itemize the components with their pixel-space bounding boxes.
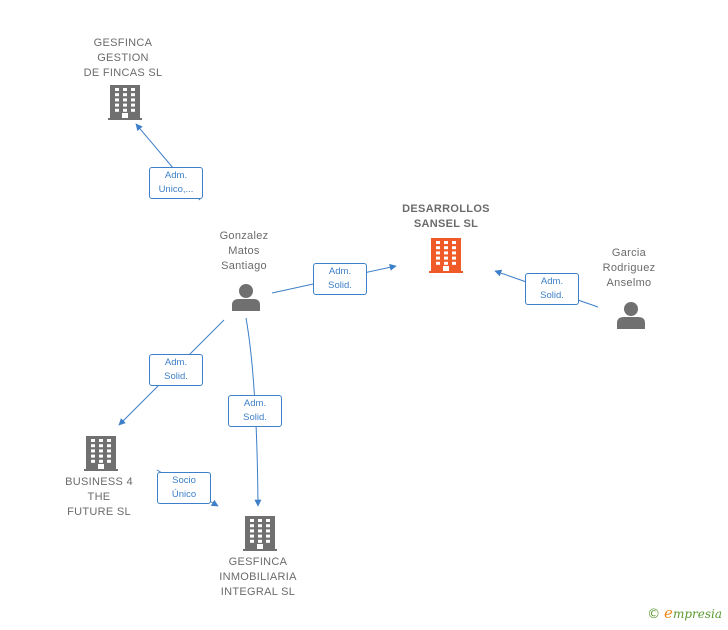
node-label-business4[interactable]: BUSINESS 4 THE FUTURE SL bbox=[65, 476, 133, 518]
edge-label-garcia-to-desarrollos-sansel[interactable]: Adm. Solid. bbox=[525, 273, 579, 305]
edge-label-business4-to-gesfinca-inmo[interactable]: Socio Único bbox=[157, 472, 211, 504]
node-label-garcia[interactable]: Garcia Rodriguez Anselmo bbox=[602, 247, 656, 289]
node-label-gesfinca-gestion[interactable]: GESFINCA GESTION DE FINCAS SL bbox=[83, 37, 163, 79]
edge-label-gonzalez-to-desarrollos-sansel[interactable]: Adm. Solid. bbox=[313, 263, 367, 295]
brand-initial: e bbox=[664, 604, 673, 622]
footer-brand[interactable]: © empresia bbox=[647, 604, 722, 622]
node-label-desarrollos-sansel[interactable]: DESARROLLOS SANSEL SL bbox=[402, 203, 490, 230]
copyright-symbol: © bbox=[647, 607, 661, 622]
building-icon-gesfinca-gestion[interactable] bbox=[108, 85, 142, 120]
person-icon-garcia[interactable] bbox=[617, 302, 645, 329]
edge-label-gonzalez-to-gesfinca-inmo[interactable]: Adm. Solid. bbox=[228, 395, 282, 427]
building-icon-gesfinca-inmo[interactable] bbox=[243, 516, 277, 551]
node-label-gesfinca-inmo[interactable]: GESFINCA INMOBILIARIA INTEGRAL SL bbox=[219, 556, 297, 598]
edge-label-gonzalez-to-gesfinca-gestion[interactable]: Adm. Unico,... bbox=[149, 167, 203, 199]
building-icon-business4[interactable] bbox=[84, 436, 118, 471]
nodes-layer bbox=[84, 85, 645, 551]
person-icon-gonzalez[interactable] bbox=[232, 284, 260, 311]
node-label-gonzalez[interactable]: Gonzalez Matos Santiago bbox=[219, 230, 269, 272]
edge-label-gonzalez-to-business4[interactable]: Adm. Solid. bbox=[149, 354, 203, 386]
building-icon-desarrollos-sansel[interactable] bbox=[429, 238, 463, 273]
brand-name: mpresia bbox=[672, 607, 722, 621]
